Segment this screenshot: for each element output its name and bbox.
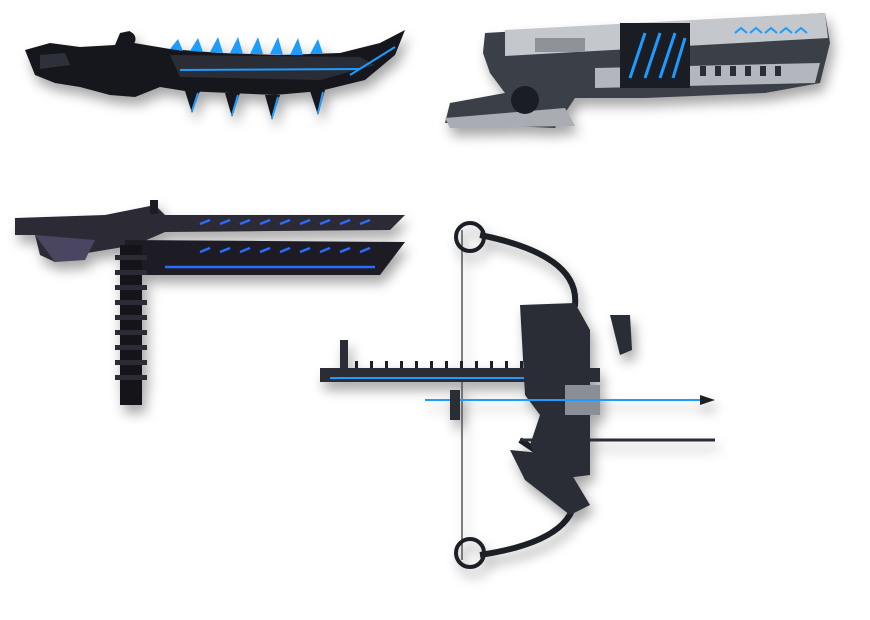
serrated-blade-icon — [25, 30, 405, 120]
chain-gun-icon — [15, 200, 405, 405]
chain-gun — [15, 200, 415, 410]
compound-bow — [320, 215, 720, 580]
compound-bow-icon — [320, 221, 715, 569]
heavy-rifle — [445, 8, 835, 143]
heavy-rifle-icon — [445, 13, 830, 128]
serrated-blade — [20, 25, 410, 125]
